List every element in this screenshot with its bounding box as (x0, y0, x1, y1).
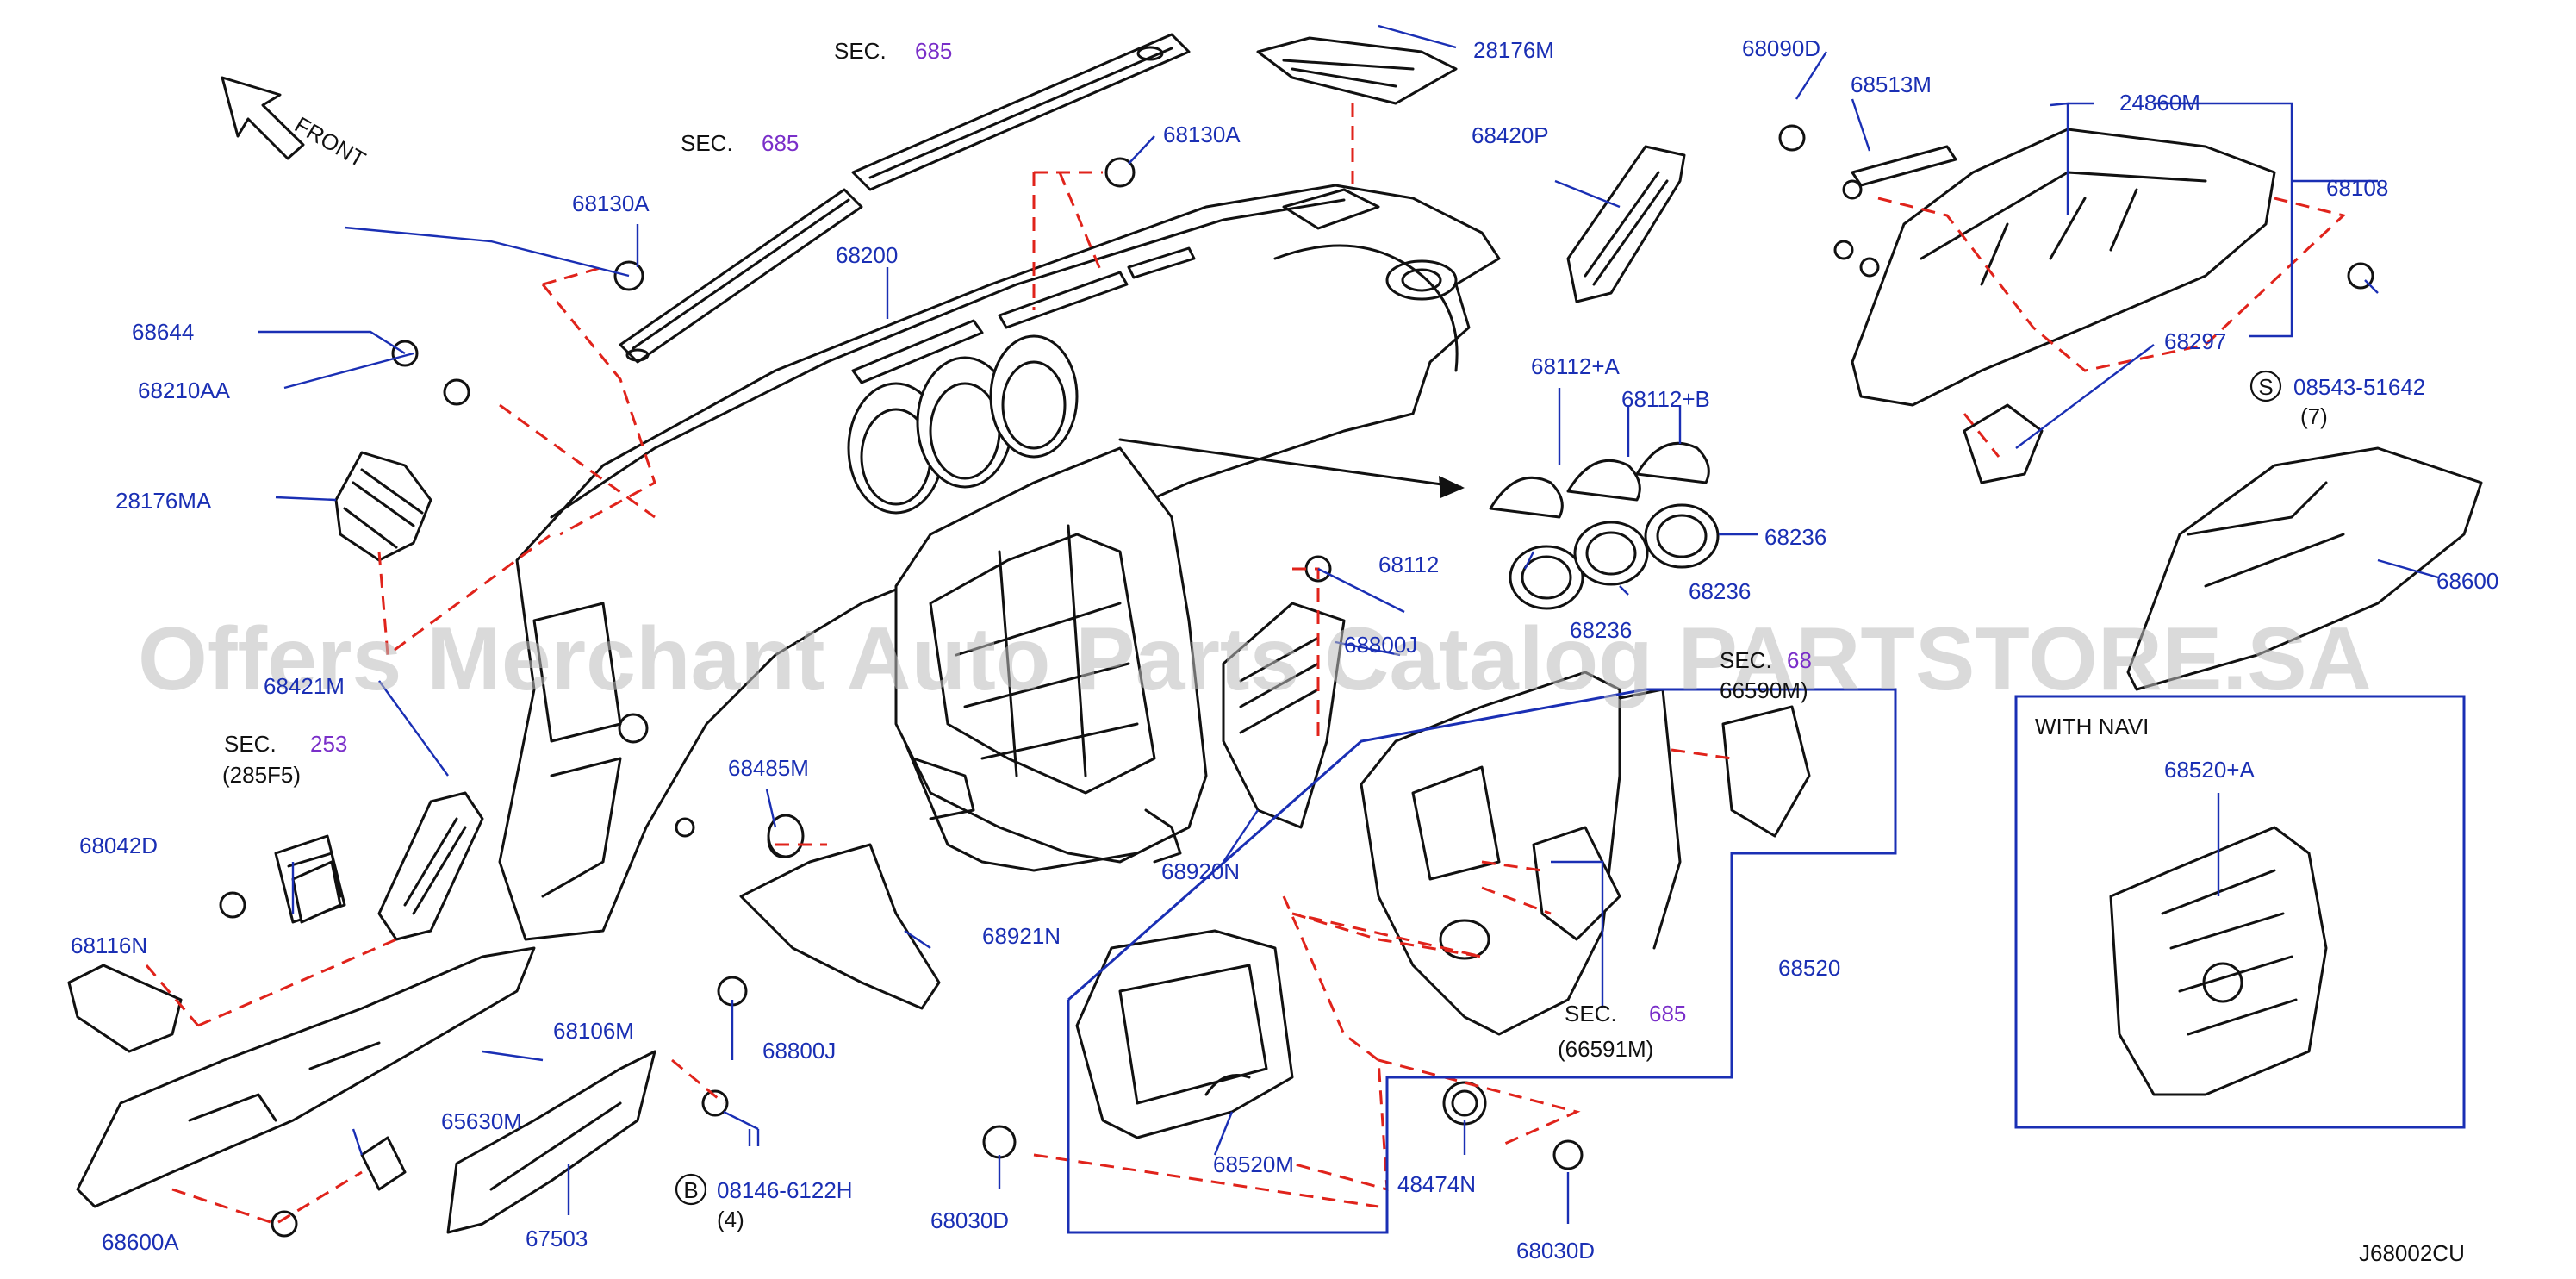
sec-label-68: SEC. 68 66590M) (1720, 647, 1812, 703)
gauge-rings (1489, 441, 1720, 610)
svg-text:685: 685 (1649, 1001, 1686, 1026)
svg-text:(285F5): (285F5) (222, 762, 301, 788)
part-label: 08146-6122H (717, 1177, 853, 1203)
part-labels: 68130A 68130A 68644 68210AA 28176MA 6820… (71, 35, 2498, 1263)
part-label: 68130A (1163, 122, 1241, 147)
part-label: 08543-51642 (2293, 374, 2425, 400)
part-label: 28176MA (115, 488, 212, 514)
part-label: 68210AA (138, 377, 231, 403)
front-label: FRONT (290, 111, 370, 172)
svg-text:685: 685 (915, 38, 952, 64)
knee-protector (446, 1050, 656, 1234)
svg-text:685: 685 (762, 130, 799, 156)
part-label: 68420P (1472, 122, 1549, 148)
svg-text:68: 68 (1787, 647, 1812, 673)
svg-text:66590M): 66590M) (1720, 677, 1808, 703)
part-label: 68800J (1344, 632, 1417, 658)
part-label: 68236 (1764, 524, 1826, 550)
part-label: 68236 (1689, 578, 1751, 604)
part-label: 68042D (79, 833, 158, 858)
svg-text:B: B (683, 1177, 698, 1203)
side-vent-right (1566, 145, 1686, 303)
circle-mark-b-icon: B (675, 1173, 707, 1206)
part-label: 68200 (836, 242, 898, 268)
part-qty: (7) (2300, 403, 2328, 429)
sec-label-685-left: SEC. 685 (681, 130, 799, 156)
part-label: 68108 (2326, 175, 2388, 201)
part-label: 68520 (1778, 955, 1840, 981)
part-label: 68485M (728, 755, 809, 781)
defroster-grille-left (619, 188, 863, 364)
part-label: 67503 (526, 1226, 588, 1251)
part-label: 68520M (1213, 1151, 1294, 1177)
part-label: 65630M (441, 1108, 522, 1134)
circle-mark-s-icon: S (2249, 370, 2282, 402)
part-label: 68600A (102, 1229, 179, 1255)
lower-cover-center (739, 820, 941, 1010)
part-label: 68090D (1742, 35, 1820, 61)
part-label: 68513M (1851, 72, 1932, 97)
part-label: 68600 (2436, 568, 2498, 594)
arrow-head-icon (1439, 476, 1465, 498)
watermark: Offers Merchant Auto Parts Catalog PARTS… (138, 609, 2372, 709)
svg-text:(66591M): (66591M) (1558, 1036, 1653, 1062)
part-label: 68236 (1570, 617, 1632, 643)
lower-cover-left (67, 946, 536, 1208)
instrument-panel-drawing (498, 184, 1501, 941)
part-label: 68920N (1161, 858, 1240, 884)
svg-text:S: S (2258, 374, 2273, 400)
sec-label-253: SEC. 253 (285F5) (222, 731, 347, 788)
part-label: 68106M (553, 1018, 634, 1044)
part-label: 68644 (132, 319, 194, 345)
part-label: 68030D (930, 1207, 1009, 1233)
side-vent-left (377, 791, 484, 941)
part-label: 68130A (572, 190, 650, 216)
fasteners (219, 124, 2374, 1238)
part-label: 68112 (1378, 552, 1439, 577)
part-label: 68112+B (1621, 386, 1710, 412)
part-label: 48474N (1397, 1171, 1476, 1197)
diagram-code: J68002CU (2359, 1240, 2465, 1266)
part-label: 68116N (71, 933, 147, 958)
sec-label-685-center: SEC. 685 (66591M) (1558, 1001, 1686, 1062)
sec-label-685-top: SEC. 685 (834, 38, 952, 64)
part-label: 68421M (264, 673, 345, 699)
speaker-grille-top (1256, 36, 1458, 105)
part-label: 68297 (2164, 328, 2226, 354)
part-label: 24860M (2119, 90, 2200, 115)
speaker-grille-side (334, 451, 432, 562)
part-qty: (4) (717, 1207, 744, 1232)
part-label: 68520+A (2164, 757, 2255, 783)
part-label: 68030D (1516, 1238, 1595, 1263)
svg-text:SEC.: SEC. (834, 38, 887, 64)
defroster-grille-top (851, 33, 1191, 191)
front-arrow-icon (221, 76, 305, 160)
with-navi-label: WITH NAVI (2035, 714, 2149, 739)
svg-text:SEC.: SEC. (681, 130, 733, 156)
part-label: 68800J (762, 1038, 836, 1064)
svg-text:253: 253 (310, 731, 347, 757)
leader-lines (258, 24, 2466, 1234)
pocket-assembly (1075, 929, 1294, 1139)
glove-box-lid (2126, 446, 2483, 691)
glove-box-assembly (1833, 128, 2276, 484)
svg-text:SEC.: SEC. (224, 731, 277, 757)
svg-text:SEC.: SEC. (1720, 647, 1772, 673)
part-label: 68921N (982, 923, 1061, 949)
part-label: 28176M (1473, 37, 1554, 63)
part-label: 68112+A (1531, 353, 1621, 379)
svg-text:SEC.: SEC. (1565, 1001, 1617, 1026)
